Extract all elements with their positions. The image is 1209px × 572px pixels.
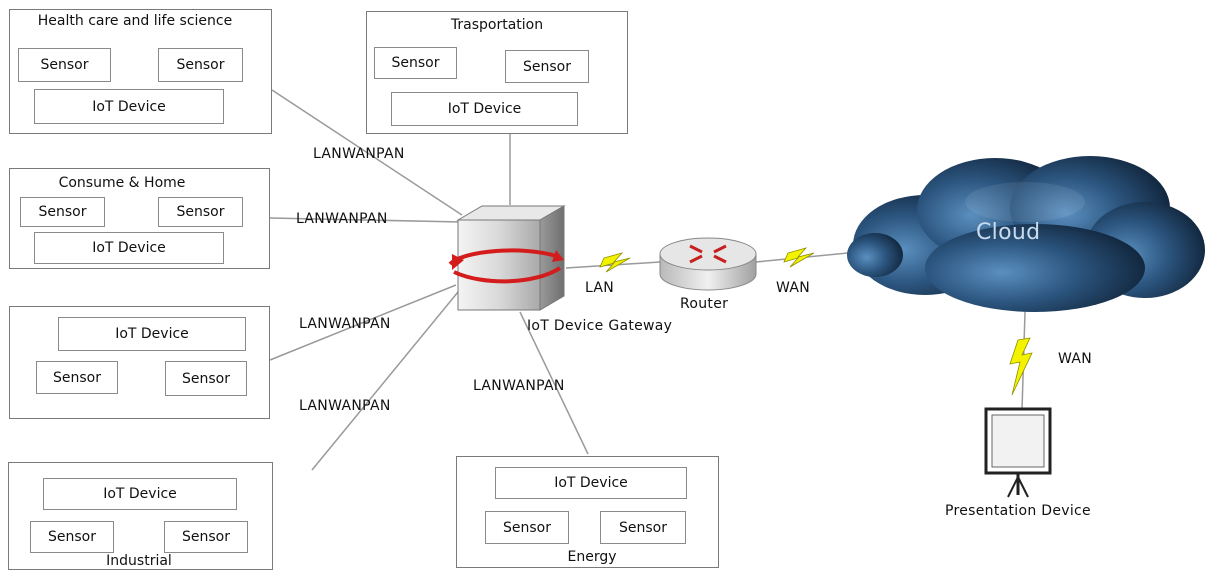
link-generic	[269, 284, 457, 361]
iot-device-box: IoT Device	[495, 467, 687, 499]
link-consumer	[269, 217, 463, 223]
group-title: Industrial	[69, 553, 209, 569]
sensor-box: Sensor	[36, 361, 118, 394]
wan-label: WAN	[776, 280, 811, 296]
group-title: Energy	[527, 549, 657, 565]
cloud-label: Cloud	[976, 220, 1041, 245]
sensor-box: Sensor	[600, 511, 686, 544]
router-icon	[659, 237, 757, 291]
link-label: LANWANPAN	[313, 146, 405, 162]
sensor-box: Sensor	[18, 48, 111, 82]
sensor-box: Sensor	[505, 50, 589, 83]
lightning-wan-cloud-icon	[1009, 337, 1033, 396]
link-label: LANWANPAN	[296, 211, 388, 227]
iot-device-box: IoT Device	[58, 317, 246, 351]
sensor-box: Sensor	[164, 521, 248, 553]
gateway-server-icon	[448, 205, 566, 311]
link-energy	[519, 311, 589, 455]
link-label: LANWANPAN	[299, 398, 391, 414]
gateway-label: IoT Device Gateway	[527, 318, 673, 334]
cloud-icon	[847, 156, 1205, 312]
link-label: LANWANPAN	[473, 378, 565, 394]
sensor-box: Sensor	[158, 197, 243, 227]
iot-device-box: IoT Device	[34, 89, 224, 124]
link-label: LANWANPAN	[299, 316, 391, 332]
group-unlabeled: IoT Device Sensor Sensor	[9, 306, 270, 419]
group-title: Health care and life science	[20, 13, 250, 29]
group-title: Consume & Home	[22, 175, 222, 191]
sensor-box: Sensor	[485, 511, 569, 544]
group-title: Trasportation	[407, 17, 587, 33]
group-health-care: Health care and life science Sensor Sens…	[9, 9, 272, 134]
link-industrial	[311, 291, 459, 471]
link-health	[271, 89, 463, 216]
lightning-wan-icon	[783, 247, 815, 268]
sensor-box: Sensor	[165, 361, 247, 396]
iot-device-box: IoT Device	[43, 478, 237, 510]
group-transportation: Trasportation Sensor Sensor IoT Device	[366, 11, 628, 134]
sensor-box: Sensor	[158, 48, 243, 82]
lan-label: LAN	[585, 280, 615, 296]
router-label: Router	[680, 296, 729, 312]
group-energy: IoT Device Sensor Sensor Energy	[456, 456, 719, 568]
sensor-box: Sensor	[30, 521, 114, 553]
group-consumer-home: Consume & Home Sensor Sensor IoT Device	[9, 168, 270, 269]
wan-label: WAN	[1058, 351, 1093, 367]
iot-device-box: IoT Device	[34, 232, 224, 264]
group-industrial: IoT Device Sensor Sensor Industrial	[8, 462, 273, 570]
sensor-box: Sensor	[20, 197, 105, 227]
sensor-box: Sensor	[374, 47, 457, 79]
iot-device-box: IoT Device	[391, 92, 578, 126]
presentation-label: Presentation Device	[945, 503, 1091, 519]
presentation-device-icon	[984, 407, 1052, 498]
lightning-lan-icon	[599, 252, 631, 273]
